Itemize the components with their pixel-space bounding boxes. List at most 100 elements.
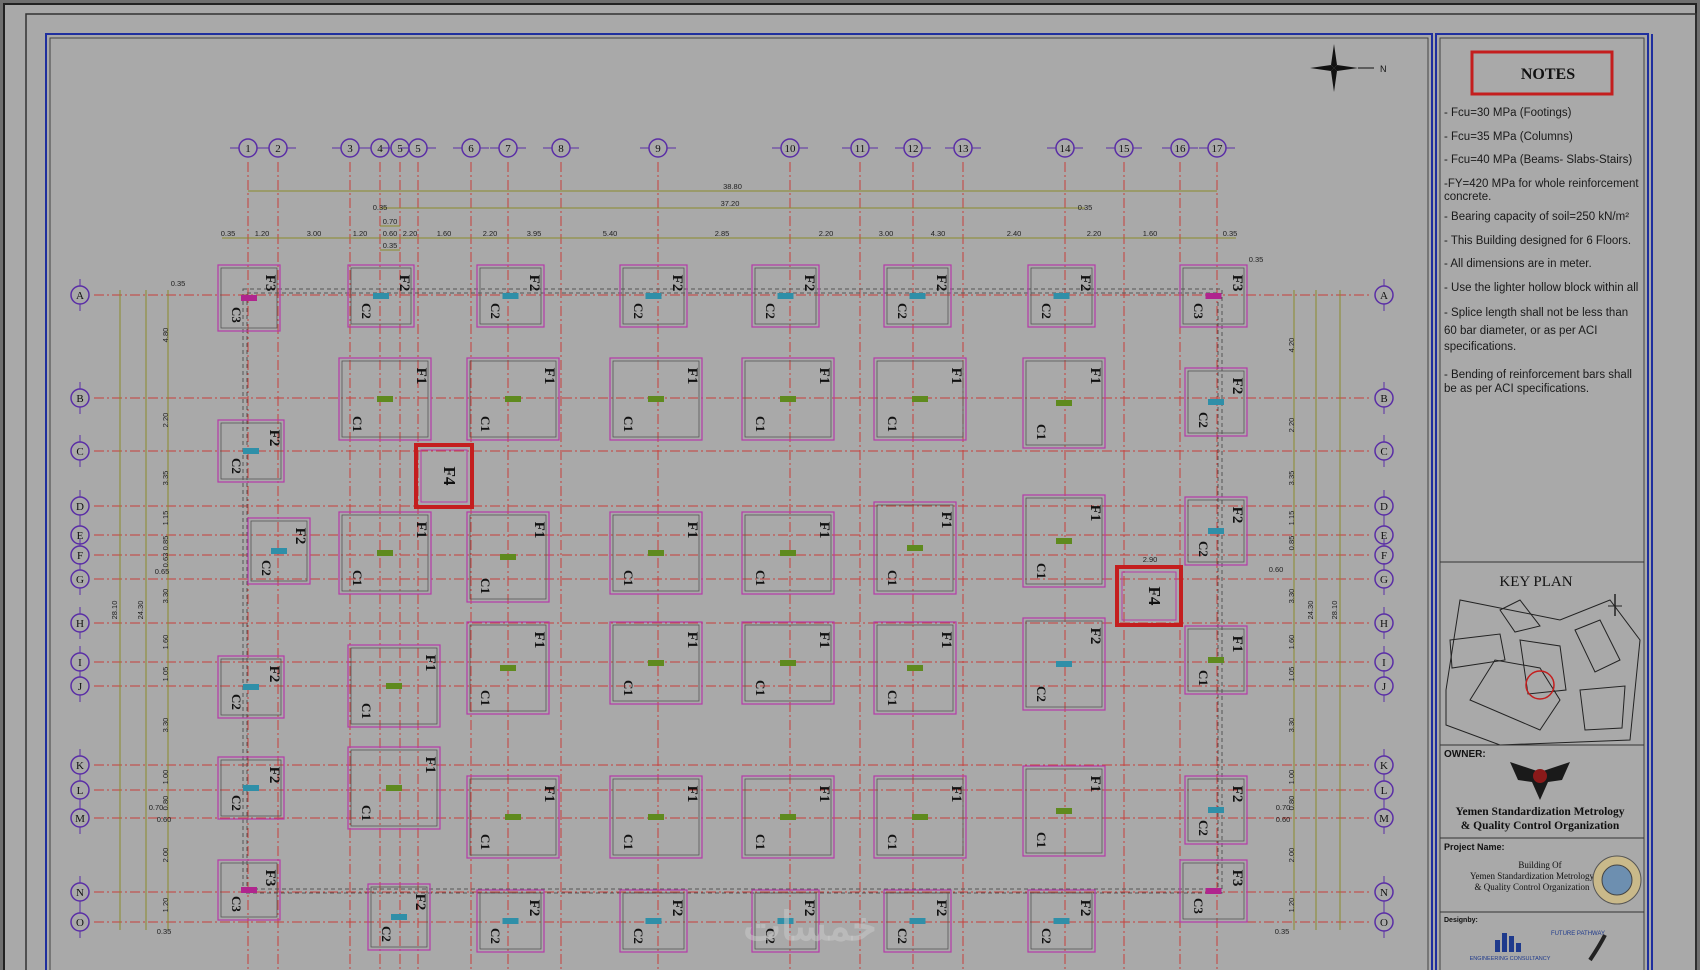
footing-label: F1 bbox=[938, 632, 954, 649]
footing-label: F1 bbox=[684, 522, 700, 539]
dimension-label: 0.65 bbox=[155, 567, 170, 576]
dimension-label: 4.20 bbox=[1287, 338, 1296, 353]
column-label: C1 bbox=[478, 834, 493, 850]
dimension-label: 2.00 bbox=[161, 848, 170, 863]
footing-label: F2 bbox=[1087, 628, 1103, 645]
footing-label: F4 bbox=[440, 467, 459, 486]
column-label: C3 bbox=[229, 307, 244, 323]
eagle-logo-icon bbox=[1510, 762, 1570, 800]
grid-bubble-label: A bbox=[76, 290, 84, 302]
owner-name-2: & Quality Control Organization bbox=[1461, 820, 1620, 832]
column-label: C2 bbox=[631, 303, 646, 319]
owner-name-1: Yemen Standardization Metrology bbox=[1455, 806, 1624, 818]
grid-bubble-label: 9 bbox=[655, 143, 661, 155]
note-item: - Fcu=40 MPa (Beams- Slabs-Stairs) bbox=[1444, 154, 1632, 166]
note-item: -FY=420 MPa for whole reinforcement bbox=[1444, 178, 1639, 190]
column-label: C1 bbox=[885, 416, 900, 432]
grid-bubble-column: 17 bbox=[1199, 138, 1235, 158]
dimension-label: 0.35 bbox=[1078, 203, 1093, 212]
grid-bubble-row-left: D bbox=[70, 490, 90, 522]
footing-label: F2 bbox=[412, 894, 428, 911]
note-item: - Bending of reinforcement bars shall bbox=[1444, 369, 1632, 381]
grid-bubble-label: 2 bbox=[275, 143, 281, 155]
column-label: C1 bbox=[621, 680, 636, 696]
dimension-label: 1.20 bbox=[353, 229, 368, 238]
footing-label: F2 bbox=[266, 767, 282, 784]
footing-label: F1 bbox=[684, 786, 700, 803]
note-item: 60 bar diameter, or as per ACI bbox=[1444, 325, 1597, 337]
grid-bubble-row-right: O bbox=[1374, 906, 1394, 938]
dimension-label: 1.60 bbox=[1143, 229, 1158, 238]
column-mark bbox=[502, 918, 519, 924]
footing-label: F1 bbox=[1087, 505, 1103, 522]
dimension-label: 2.20 bbox=[1287, 418, 1296, 433]
dimension-label: 28.10 bbox=[1330, 601, 1339, 620]
footing-f4: F4 bbox=[414, 443, 474, 509]
column-label: C1 bbox=[885, 834, 900, 850]
column-mark bbox=[777, 293, 794, 299]
column-mark bbox=[241, 295, 257, 301]
grid-bubble-column: 12 bbox=[895, 138, 931, 158]
dimension-label: 0.35 bbox=[1223, 229, 1238, 238]
designer-firm-2: ENGINEERING CONSULTANCY bbox=[1470, 956, 1551, 962]
dimension-label: 3.30 bbox=[1287, 718, 1296, 733]
grid-bubble-label: I bbox=[1382, 657, 1386, 669]
grid-bubble-row-right: I bbox=[1374, 646, 1394, 678]
footing-label: F2 bbox=[396, 275, 412, 292]
column-mark bbox=[1205, 293, 1222, 299]
column-mark bbox=[502, 293, 519, 299]
footing-label: F2 bbox=[933, 275, 949, 292]
column-label: C2 bbox=[1196, 541, 1211, 557]
column-mark bbox=[648, 396, 664, 402]
project-line-3: & Quality Control Organization bbox=[1474, 882, 1590, 892]
column-mark bbox=[386, 785, 402, 791]
column-mark bbox=[505, 396, 521, 402]
footing-label: F2 bbox=[292, 528, 308, 545]
footing-label: F1 bbox=[1229, 636, 1245, 653]
footing-label: F1 bbox=[531, 522, 547, 539]
column-mark bbox=[377, 396, 393, 402]
title-block-border bbox=[1435, 33, 1649, 970]
project-line-2: Yemen Standardization Metrology bbox=[1470, 871, 1595, 881]
grid-bubble-row-left: M bbox=[70, 802, 90, 834]
dimension-label: 2.20 bbox=[403, 229, 418, 238]
dimension-label: 0.85 bbox=[1287, 536, 1296, 551]
grid-bubble-row-left: C bbox=[70, 435, 90, 467]
dimension-label: 3.35 bbox=[161, 471, 170, 486]
organization-seal-icon bbox=[1592, 855, 1642, 905]
footing-label: F1 bbox=[938, 512, 954, 529]
grid-bubble-row-left: E bbox=[70, 519, 90, 551]
dimension-label: 5.40 bbox=[603, 229, 618, 238]
column-label: C3 bbox=[229, 896, 244, 912]
grid-bubble-label: C bbox=[76, 446, 83, 458]
dimension-label: 0.35 bbox=[1275, 927, 1290, 936]
column-label: C1 bbox=[621, 416, 636, 432]
column-label: C1 bbox=[350, 570, 365, 586]
column-mark bbox=[780, 660, 796, 666]
dimension-label: 3.00 bbox=[307, 229, 322, 238]
north-label: N bbox=[1380, 64, 1387, 74]
grid-bubble-label: 17 bbox=[1212, 143, 1224, 155]
column-mark bbox=[1208, 399, 1224, 405]
footing-label: F1 bbox=[422, 757, 438, 774]
column-mark bbox=[1205, 888, 1222, 894]
column-mark bbox=[1053, 293, 1070, 299]
notes-title: NOTES bbox=[1521, 66, 1575, 83]
dimension-label: 3.30 bbox=[161, 718, 170, 733]
dimension-label: 1.00 bbox=[1287, 770, 1296, 785]
column-mark bbox=[780, 814, 796, 820]
project-label: Project Name: bbox=[1444, 842, 1505, 852]
